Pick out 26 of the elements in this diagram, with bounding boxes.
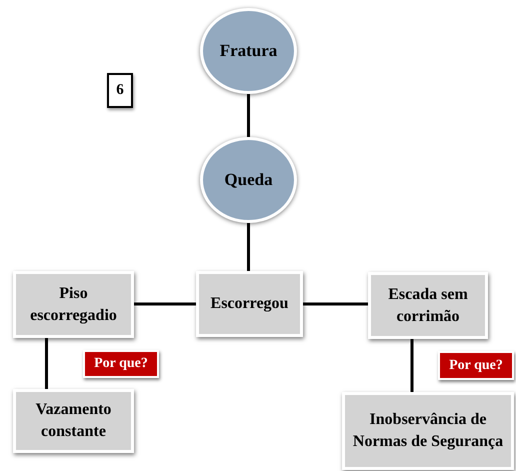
number-box	[107, 73, 133, 108]
node-label: Escorregou	[210, 294, 288, 314]
event-circle	[200, 137, 297, 223]
node-label: 6	[116, 82, 124, 99]
event-circle	[200, 8, 297, 94]
connector-line	[45, 338, 48, 389]
cause-box	[13, 271, 134, 338]
node-label: Inobservância de Normas de Segurança	[352, 410, 504, 452]
cause-box	[368, 272, 488, 339]
connector-line	[247, 223, 250, 271]
question-tag	[438, 351, 514, 380]
node-label: Piso escorregadio	[29, 284, 118, 326]
cause-box	[342, 392, 514, 470]
node-label: Por que?	[449, 358, 503, 374]
connector-line	[410, 339, 414, 392]
connector-line	[303, 302, 368, 306]
cause-box	[13, 389, 134, 453]
connector-line	[247, 94, 250, 137]
node-label: Vazamento constante	[34, 400, 112, 442]
node-label: Por que?	[94, 356, 148, 372]
node-label: Escada sem corrimão	[387, 284, 469, 326]
connector-line	[134, 302, 196, 306]
node-label: Queda	[224, 170, 273, 190]
question-tag	[83, 350, 159, 378]
cause-box	[196, 271, 303, 337]
node-label: Fratura	[220, 41, 278, 61]
